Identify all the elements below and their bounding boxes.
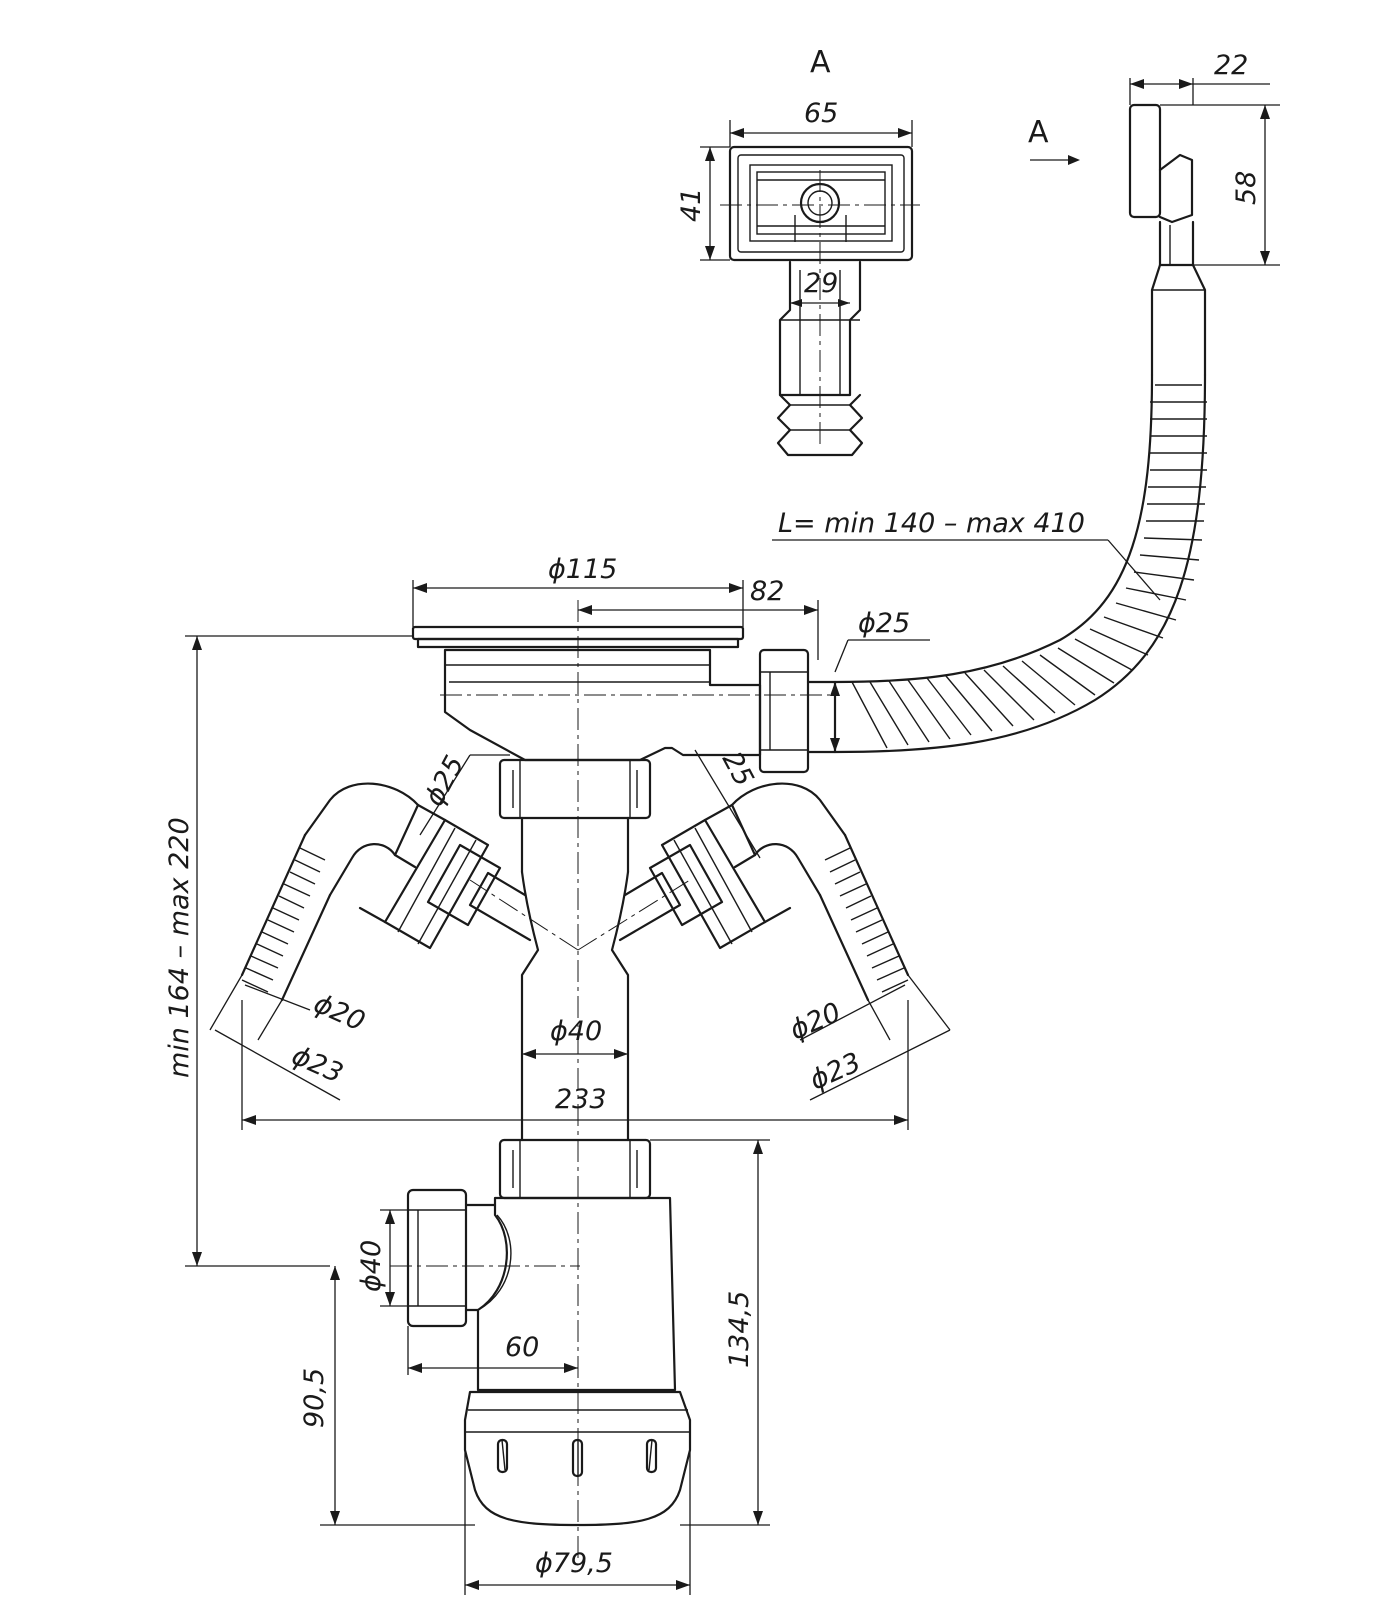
overflow-clip [1128,103,1207,377]
outlet-diameter-label: ϕ40 [356,1240,387,1292]
dimension-labels: A A 65 41 29 22 58 L= min 140 – max 410 … [164,45,1262,1579]
trap-height-label: 134,5 [724,1291,755,1368]
grid-width-label: 65 [804,98,838,129]
bottle-trap [406,1138,692,1527]
bottle-diameter-label: ϕ79,5 [535,1548,613,1579]
right-side-inlet [618,782,910,1002]
pipe-diameter-label: ϕ40 [550,1016,602,1047]
outlet-offset-label: 60 [505,1332,539,1363]
left-hose-outer-label: ϕ23 [287,1040,347,1090]
right-hose-inner-label: ϕ20 [785,997,845,1047]
overflow-hose-diameter-label: ϕ25 [858,608,910,639]
span-width-label: 233 [555,1084,607,1115]
total-height-label: min 164 – max 220 [164,817,195,1078]
view-a-grid [728,145,914,457]
vertical-pipe [498,758,652,1142]
clip-depth-label: 22 [1214,50,1248,81]
arrow-mark-label: A [1028,115,1049,150]
overflow-offset-label: 82 [750,576,784,607]
left-hose-inner-label: ϕ20 [309,988,369,1038]
overflow-corrugated-hose [833,373,1207,754]
left-inlet-diameter-label: ϕ25 [419,751,471,812]
right-hose-outer-label: ϕ23 [805,1047,865,1097]
dimension-lines [185,78,1280,1595]
grid-height-label: 41 [676,188,707,222]
outlet-height-label: 90,5 [299,1368,330,1428]
bowl-diameter-label: ϕ115 [548,554,617,585]
section-mark-label: A [810,45,831,80]
clip-height-label: 58 [1231,171,1262,205]
hose-length-label: L= min 140 – max 410 [778,508,1085,539]
grid-outlet-label: 29 [804,268,838,299]
right-inlet-size-label: 25 [716,747,760,792]
left-side-inlet [240,782,532,1002]
strainer-bowl [411,625,837,774]
